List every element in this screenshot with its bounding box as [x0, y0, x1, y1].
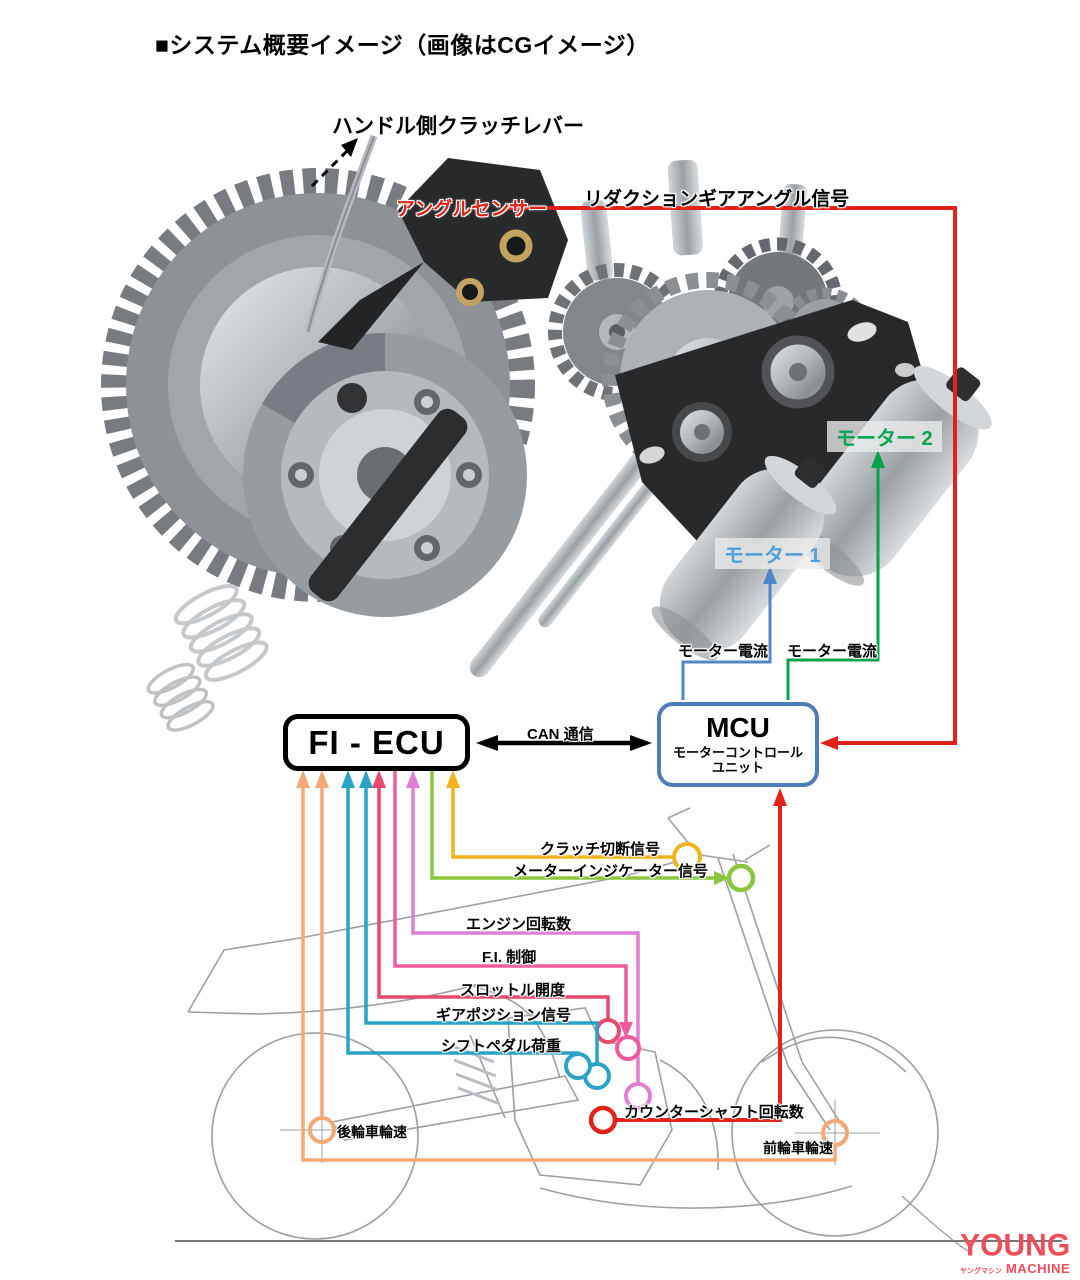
mcu-subtitle-2: ユニット — [711, 760, 764, 775]
mcu-title: MCU — [706, 712, 770, 743]
clutch-cut-line — [446, 770, 702, 872]
page-title: ■システム概要イメージ（画像はCGイメージ） — [155, 32, 650, 58]
rear-wheel-speed-label: 後輪車輪速 — [337, 1124, 407, 1140]
signal-wires — [296, 206, 957, 1162]
young-machine-logo: YOUNG ヤングマシン MACHINE — [960, 1228, 1071, 1276]
fi-ecu-box: FI - ECU — [283, 714, 470, 771]
reduction-signal-label: リダクションギアアングル信号 — [584, 189, 850, 210]
rear-wheel-speed-line — [308, 770, 336, 1144]
gear-position-label: ギアポジション信号 — [436, 1007, 572, 1024]
can-label: CAN 通信 — [527, 726, 594, 743]
countershaft-label: カウンターシャフト回転数 — [624, 1104, 804, 1121]
throttle-label: スロットル開度 — [460, 982, 566, 999]
can-bus-arrow — [476, 735, 652, 751]
cg-clutch-assembly-illustration — [101, 134, 992, 732]
throttle-line — [372, 770, 621, 1044]
shift-pedal-label: シフトペダル荷重 — [441, 1038, 562, 1055]
logo-machine-text: MACHINE — [1006, 1261, 1071, 1276]
motor1-current-line — [681, 566, 777, 700]
mcu-box: MCU モーターコントロール ユニット — [657, 702, 819, 787]
motor1-label: モーター 1 — [715, 538, 830, 569]
fi-control-label: F.I. 制御 — [482, 949, 537, 966]
logo-young-text: YOUNG — [960, 1228, 1071, 1263]
engine-rpm-line — [406, 770, 652, 1110]
motor2-label: モーター 2 — [827, 421, 942, 452]
clutch-lever-label: ハンドル側クラッチレバー — [332, 115, 584, 138]
countershaft-line — [588, 788, 787, 1135]
meter-indicator-line — [430, 771, 756, 893]
front-wheel-speed-label: 前輪車輪速 — [763, 1140, 833, 1156]
meter-indicator-label: メーターインジケーター信号 — [513, 863, 709, 880]
front-wheel-speed-line — [296, 770, 849, 1162]
shift-pedal-line — [341, 770, 592, 1080]
mcu-subtitle-1: モーターコントロール — [672, 745, 803, 760]
fi-ecu-label: FI - ECU — [308, 723, 445, 761]
engine-rpm-label: エンジン回転数 — [466, 916, 572, 933]
logo-kana-text: ヤングマシン — [960, 1268, 1002, 1275]
reduction-gear-angle-line — [506, 206, 957, 750]
angle-sensor-label: アングルセンサー — [396, 199, 548, 220]
motor2-current-line — [786, 450, 885, 700]
motor2-current-label: モーター電流 — [787, 643, 878, 660]
motorcycle-outline — [175, 807, 1062, 1252]
clutch-cut-label: クラッチ切断信号 — [540, 841, 661, 858]
fi-control-line — [393, 771, 641, 1061]
motor1-current-label: モーター電流 — [678, 643, 769, 660]
